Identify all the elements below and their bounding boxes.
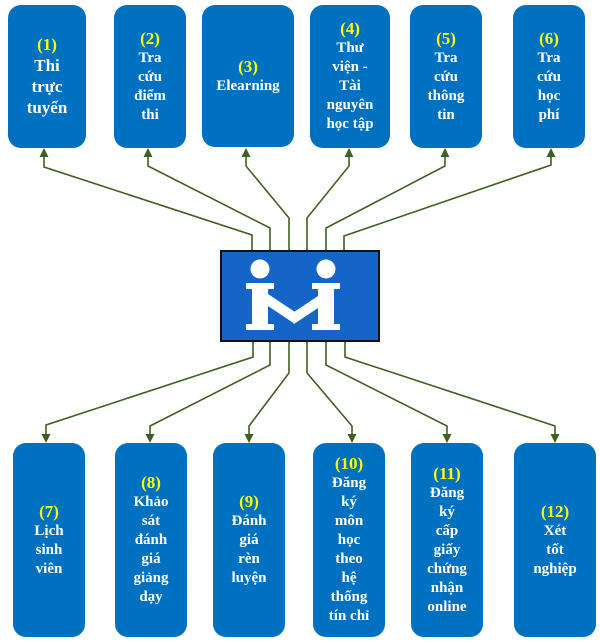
node-number: (7) — [39, 501, 59, 521]
node-number: (2) — [140, 28, 160, 48]
node-6-tuition-lookup[interactable]: (6) Tra cứu học phí — [513, 5, 585, 148]
node-12-graduation-review[interactable]: (12) Xét tốt nghiệp — [514, 443, 596, 637]
arrowhead-icon — [41, 434, 51, 443]
node-3-elearning[interactable]: (3) Elearning — [202, 5, 294, 147]
center-logo[interactable] — [220, 250, 380, 342]
arrowhead-icon — [143, 148, 153, 157]
bottom-connector-6 — [344, 342, 556, 435]
arrowhead-icon — [344, 148, 354, 157]
node-4-library-resources[interactable]: (4) Thư viện - Tài nguyên học tập — [310, 5, 390, 148]
node-2-exam-score-lookup[interactable]: (2) Tra cứu điểm thi — [114, 5, 186, 148]
node-number: (12) — [540, 501, 570, 521]
node-label: Xét tốt nghiệp — [533, 522, 577, 577]
node-11-online-certificate-request[interactable]: (11) Đăng ký cấp giấy chứng nhận online — [411, 443, 483, 637]
node-label: Tra cứu thông tin — [427, 49, 465, 123]
bottom-connector-1 — [45, 342, 254, 435]
node-number: (10) — [334, 454, 364, 473]
node-label: Đăng ký môn học theo hệ thống tín chỉ — [328, 475, 370, 624]
node-10-credit-course-registration[interactable]: (10) Đăng ký môn học theo hệ thống tín c… — [313, 443, 385, 637]
top-connector-3 — [245, 156, 290, 250]
arrowhead-icon — [546, 148, 556, 157]
node-7-student-schedule[interactable]: (7) Lịch sinh viên — [13, 443, 85, 637]
node-number: (1) — [37, 35, 57, 54]
node-label: Tra cứu học phí — [536, 49, 561, 123]
arrowhead-icon — [39, 148, 49, 157]
node-label: Tra cứu điểm thi — [134, 49, 166, 123]
bottom-connector-4 — [306, 342, 353, 435]
node-9-conduct-evaluation[interactable]: (9) Đánh giá rèn luyện — [213, 443, 285, 637]
node-number: (9) — [239, 492, 259, 511]
bottom-connector-3 — [248, 342, 290, 435]
top-connector-1 — [43, 156, 253, 250]
node-label: Đăng ký cấp giấy chứng nhận online — [427, 484, 467, 615]
top-connector-5 — [325, 156, 446, 250]
top-connector-4 — [306, 156, 350, 250]
node-number: (4) — [340, 19, 360, 38]
node-label: Đánh giá rèn luyện — [231, 513, 267, 586]
node-number: (11) — [433, 463, 461, 483]
node-label: Lịch sinh viên — [34, 522, 64, 577]
arrowhead-icon — [550, 434, 560, 443]
arrowhead-icon — [241, 148, 251, 157]
bottom-connector-2 — [149, 342, 271, 435]
bottom-connector-5 — [325, 342, 448, 435]
arrowhead-icon — [440, 148, 450, 157]
top-connector-2 — [147, 156, 271, 250]
node-8-teaching-survey[interactable]: (8) Khảo sát đánh giá giảng dạy — [115, 443, 187, 637]
two-people-m-logo-icon — [246, 259, 340, 330]
node-5-information-lookup[interactable]: (5) Tra cứu thông tin — [410, 5, 482, 148]
node-1-online-exam[interactable]: (1) Thi trực tuyến — [8, 5, 86, 148]
arrowhead-icon — [244, 434, 254, 443]
arrowhead-icon — [145, 434, 155, 443]
node-label: Thư viện - Tài nguyên học tập — [326, 40, 374, 132]
node-label: Thi trực tuyến — [26, 56, 68, 117]
arrowhead-icon — [347, 434, 357, 443]
node-label: Elearning — [216, 77, 280, 94]
node-number: (8) — [141, 473, 161, 492]
top-connector-6 — [343, 156, 552, 250]
node-number: (6) — [539, 28, 559, 48]
node-number: (5) — [436, 28, 456, 48]
arrowhead-icon — [442, 434, 452, 443]
node-number: (3) — [238, 56, 258, 76]
node-label: Khảo sát đánh giá giảng dạy — [133, 494, 169, 605]
